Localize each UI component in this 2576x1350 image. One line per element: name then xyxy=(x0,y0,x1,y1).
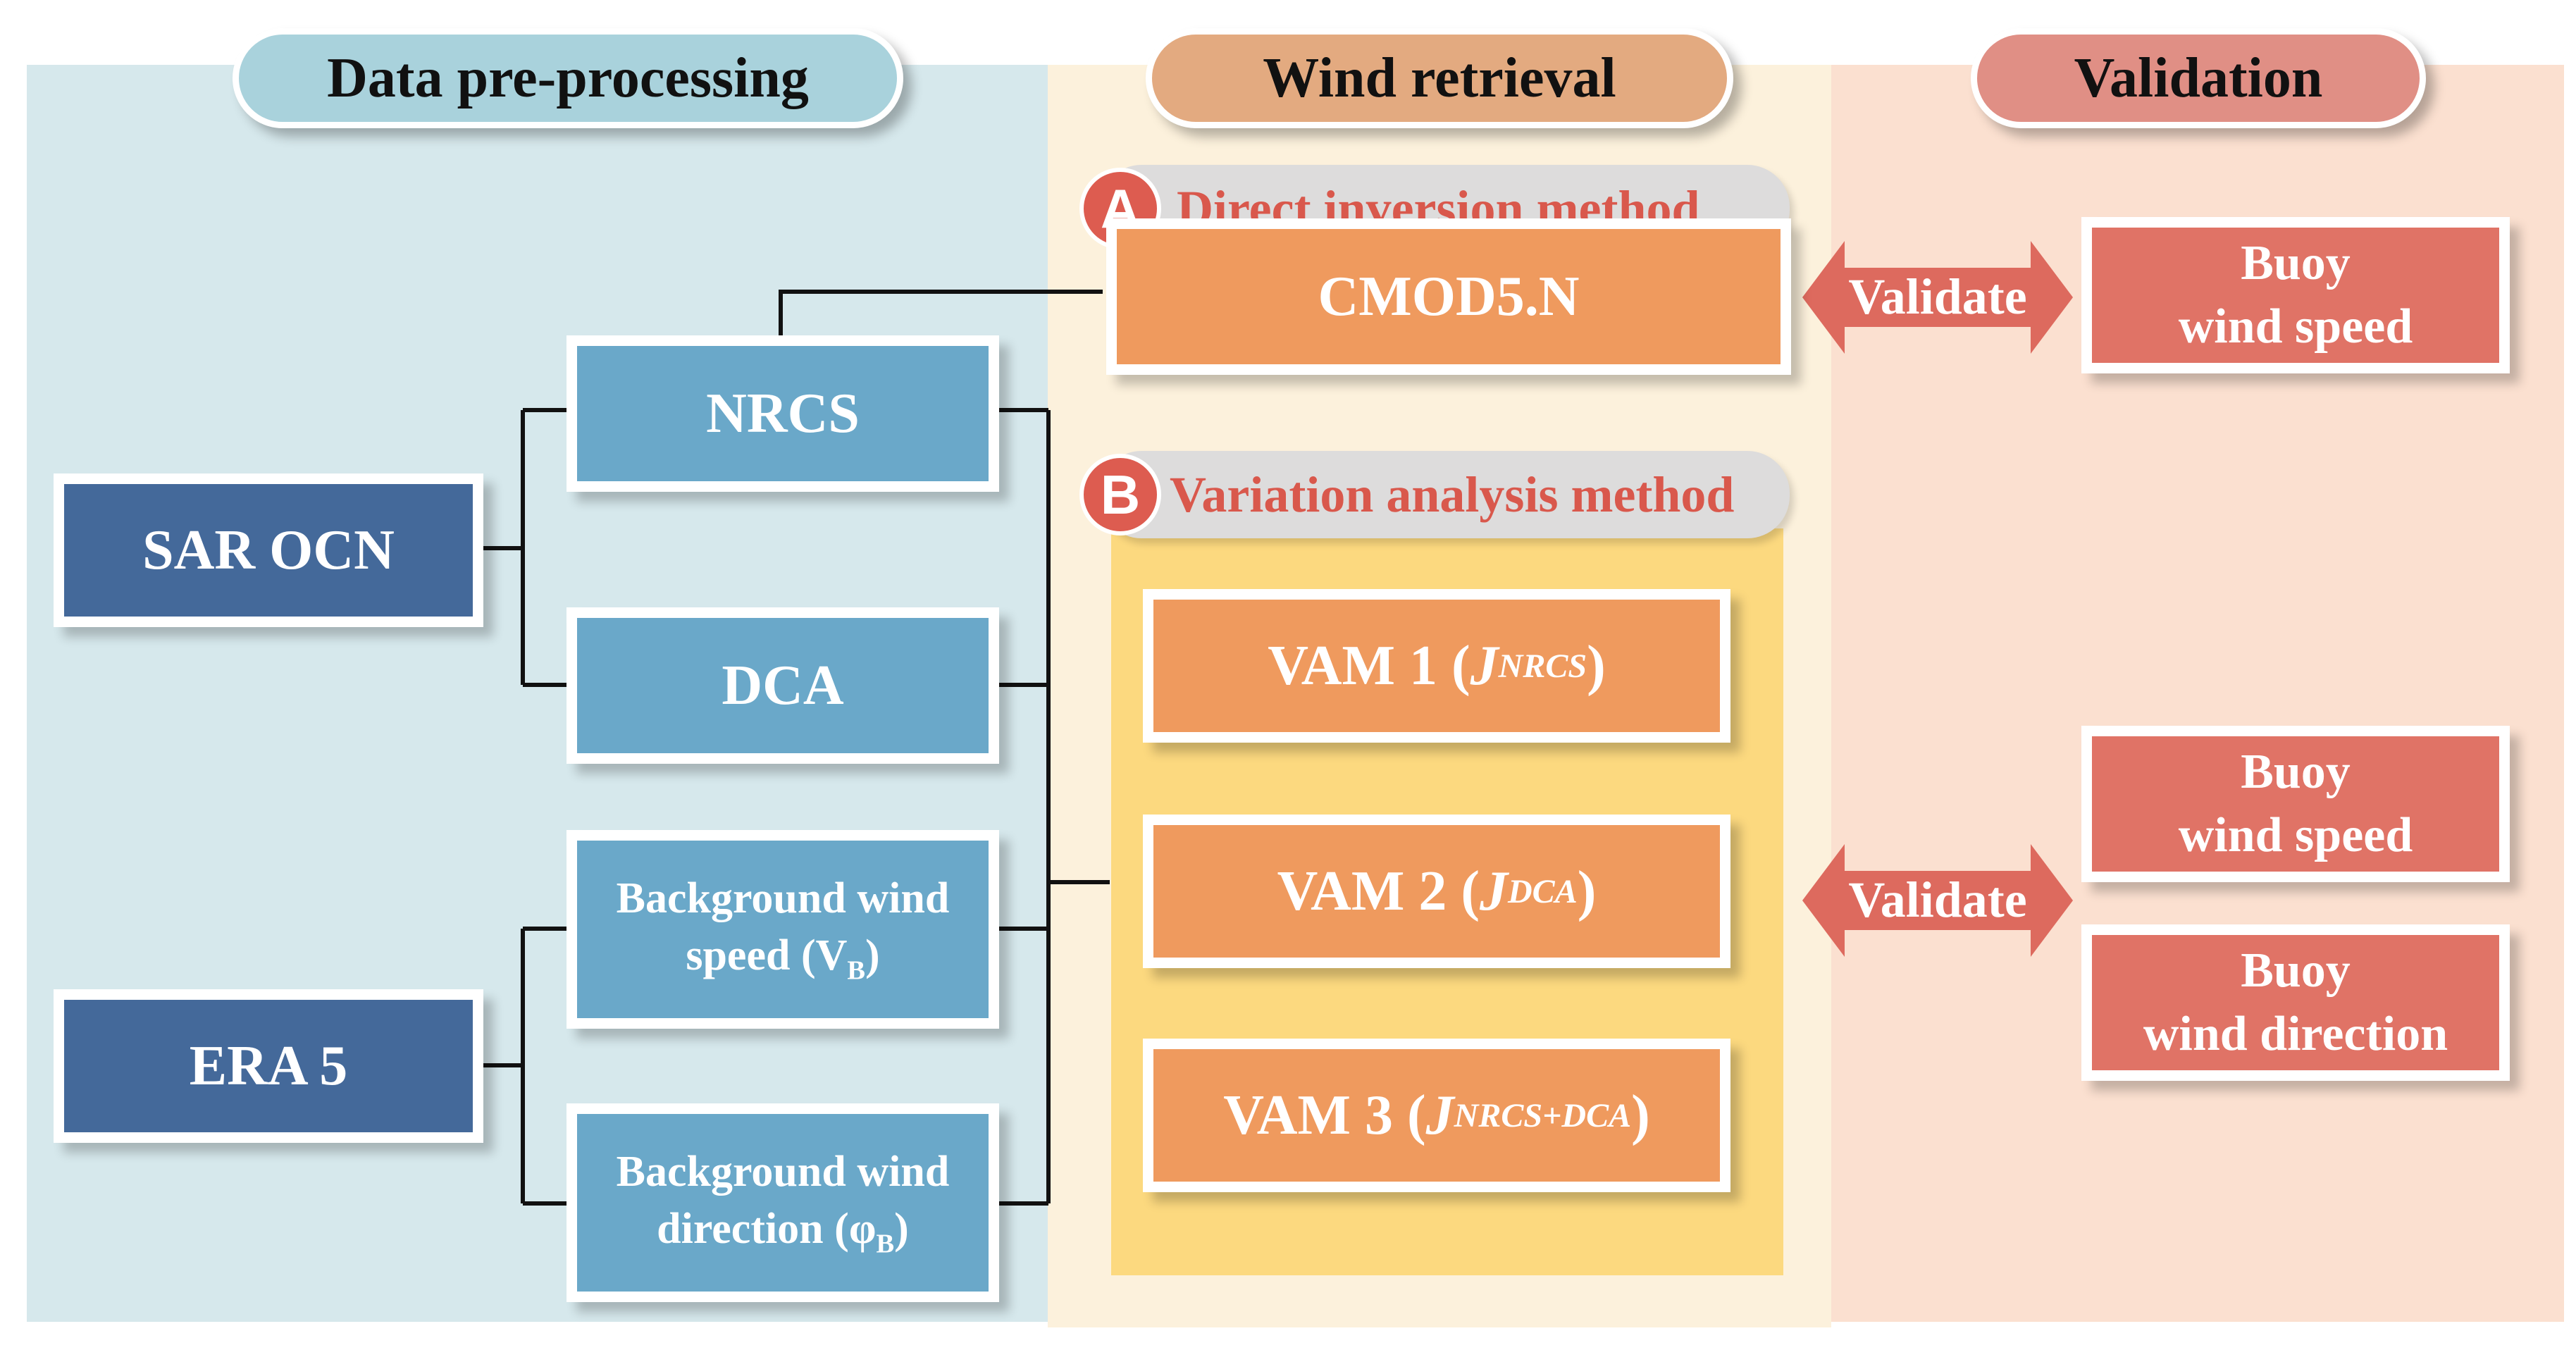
nrcs-box: NRCS xyxy=(566,335,999,492)
header-retrieval: Wind retrieval xyxy=(1146,28,1733,128)
variation-analysis-label: Variation analysis method xyxy=(1099,451,1790,538)
validate-label-top: Validate xyxy=(1848,268,2027,325)
buoy-wind-speed-box-bottom: Buoy wind speed xyxy=(2081,726,2510,882)
buoy-wind-direction-box: Buoy wind direction xyxy=(2081,924,2510,1081)
sar-ocn-box: SAR OCN xyxy=(54,473,483,627)
method-b-badge: B xyxy=(1079,454,1161,535)
validate-arrow-bottom xyxy=(1802,844,2073,957)
validate-arrow-top xyxy=(1802,241,2073,354)
dca-box: DCA xyxy=(566,607,999,764)
background-wind-speed-box: Background wind speed (VB) xyxy=(566,830,999,1029)
bg-dir-line-1: Background wind xyxy=(616,1148,950,1196)
header-validation: Validation xyxy=(1971,28,2426,128)
sar-connector xyxy=(479,408,578,687)
inputs-to-vam-connector xyxy=(995,408,1110,1206)
era-connector xyxy=(479,927,578,1206)
buoy-wind-speed-box-top: Buoy wind speed xyxy=(2081,217,2510,373)
bg-dir-line-2: direction (φB) xyxy=(657,1204,909,1258)
era5-box: ERA 5 xyxy=(54,989,483,1143)
bg-speed-line-1: Background wind xyxy=(616,874,950,923)
cmod5n-box: CMOD5.N xyxy=(1106,218,1791,375)
bg-speed-line-2: speed (VB) xyxy=(686,931,880,985)
nrcs-to-cmod-connector xyxy=(779,290,1103,335)
background-wind-direction-box: Background wind direction (φB) xyxy=(566,1103,999,1302)
validate-label-bottom: Validate xyxy=(1848,872,2027,928)
header-preprocessing: Data pre-processing xyxy=(233,28,903,128)
